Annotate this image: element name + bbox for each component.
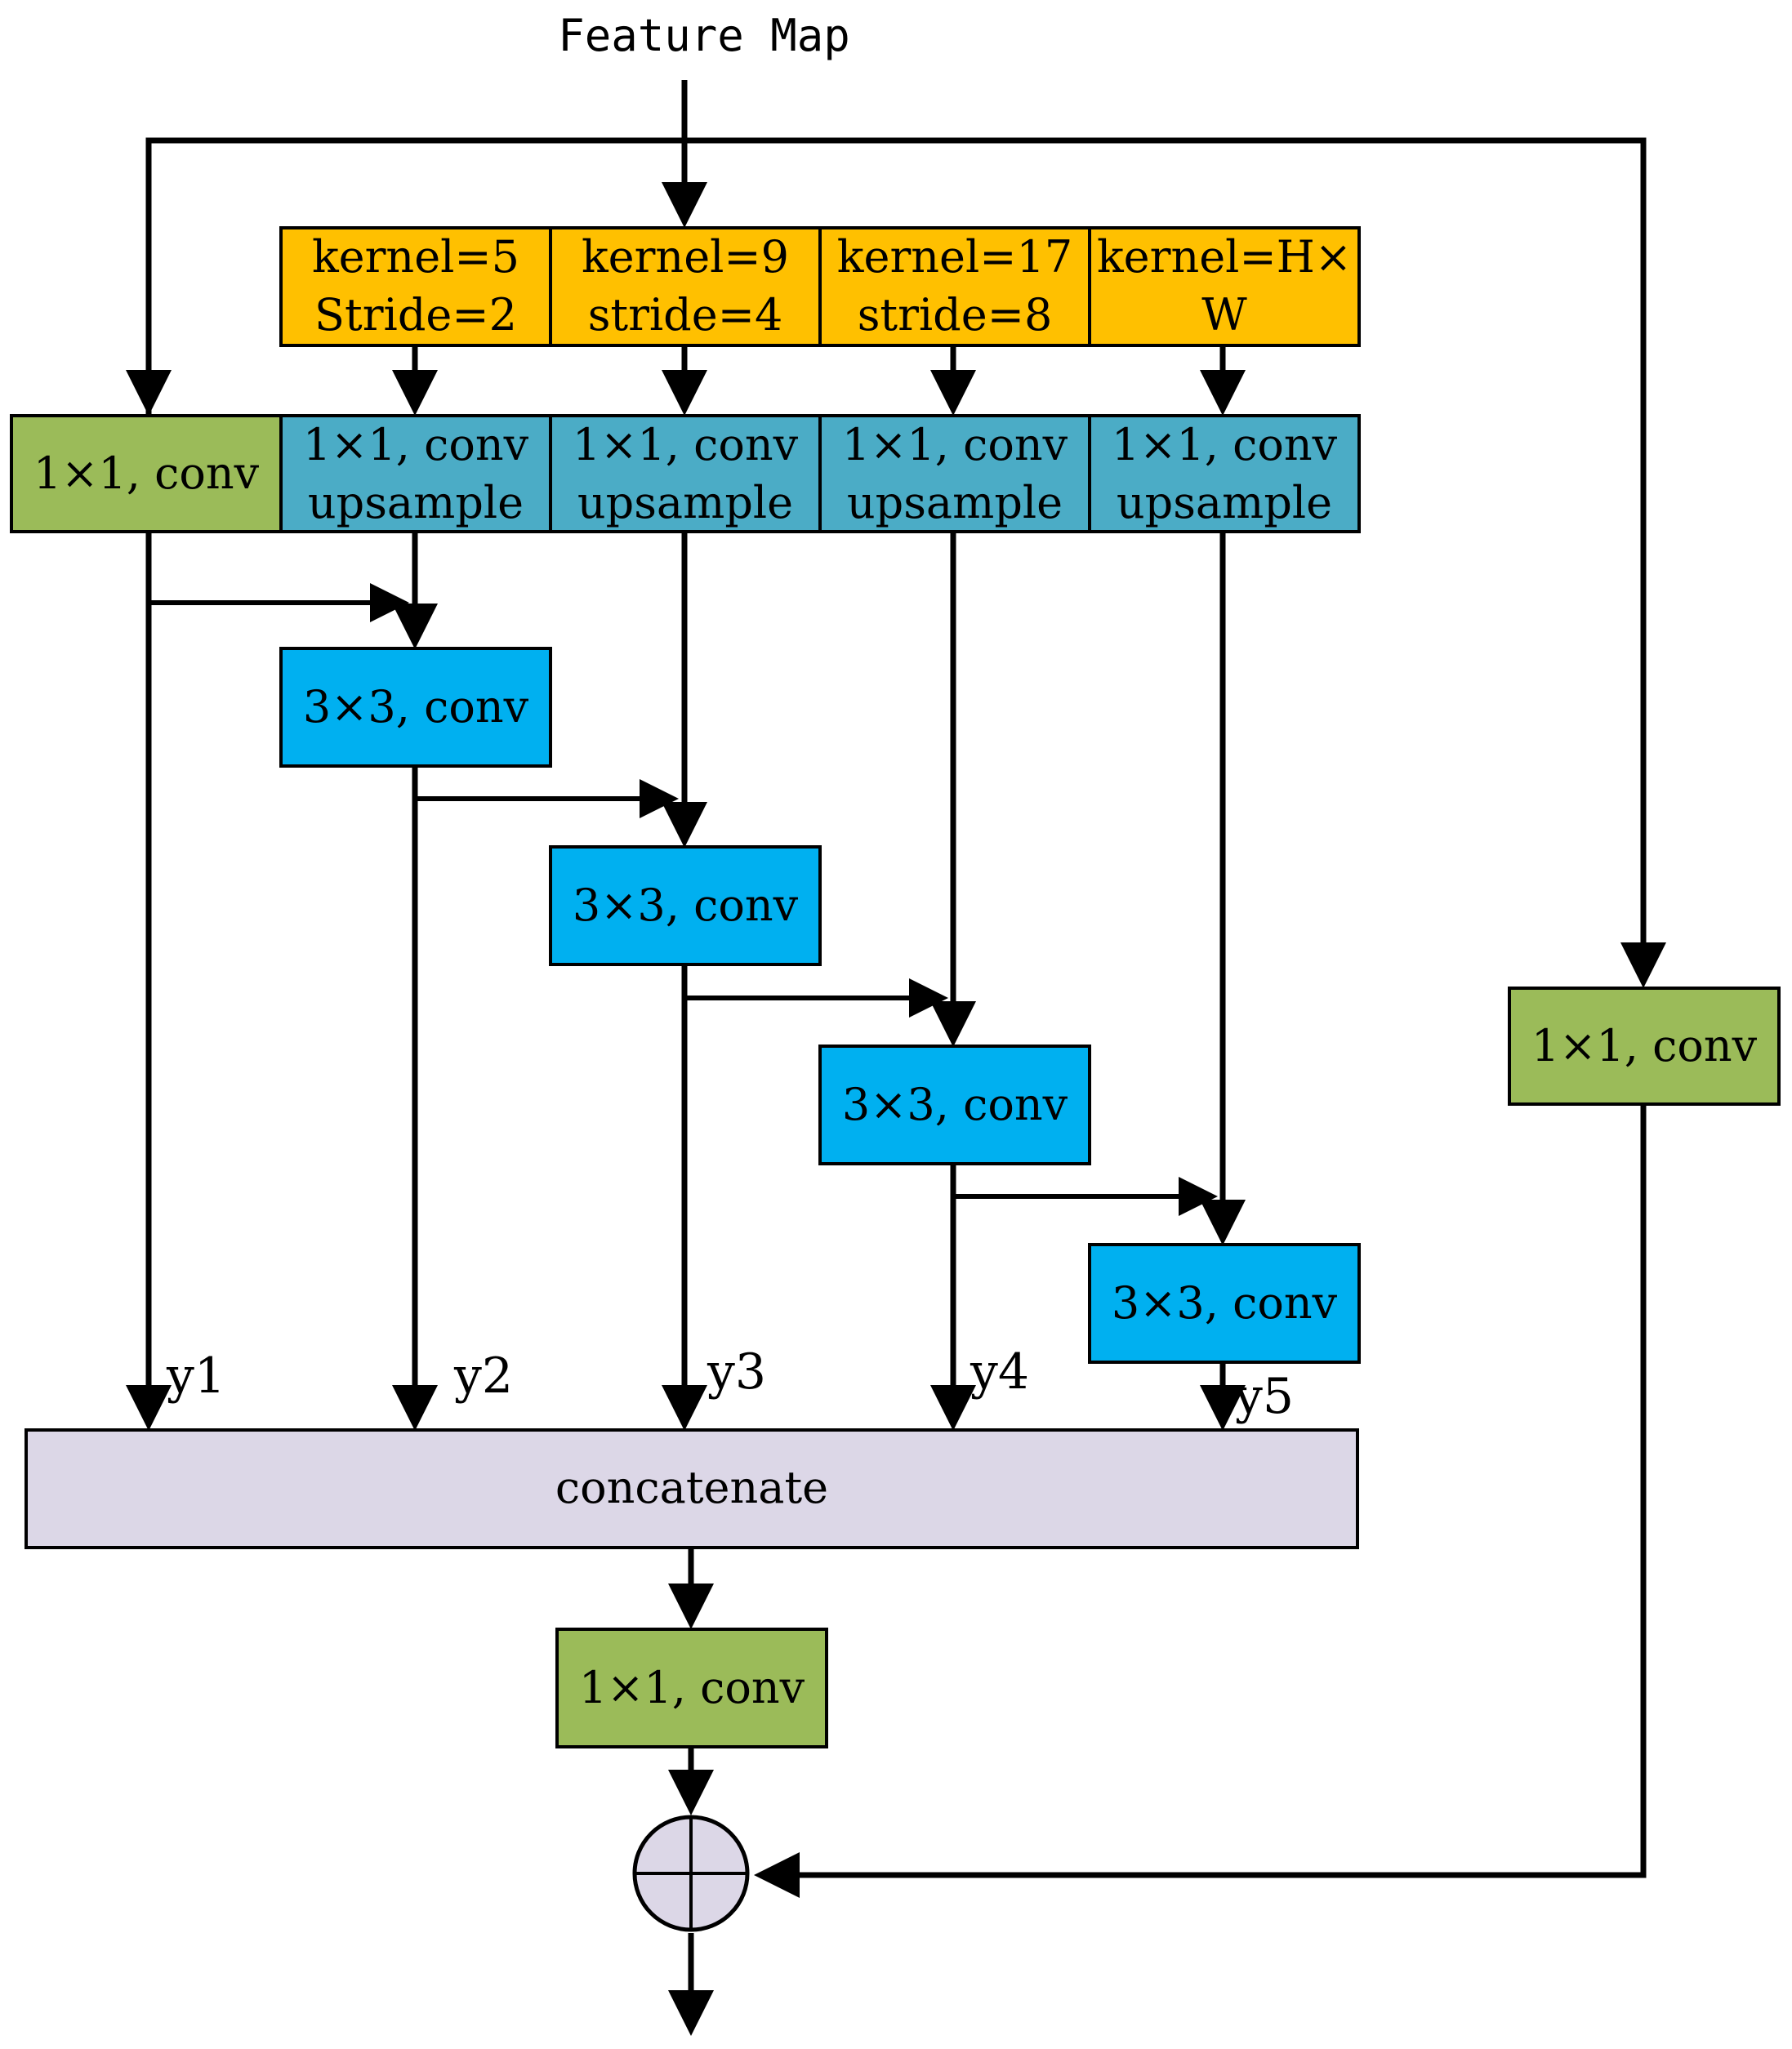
- shortcut-conv-label: 1×1, conv: [1531, 1020, 1758, 1071]
- output-label-y2: y2: [453, 1347, 513, 1405]
- upsample-box-1: 1×1, conv upsample: [279, 414, 552, 533]
- conv3x3-box-4-label: 3×3, conv: [1112, 1277, 1338, 1329]
- concat-rect: [25, 1428, 1359, 1549]
- pool-box-2: kernel=9 stride=4: [549, 226, 822, 347]
- concat-box: concatenate: [25, 1428, 1359, 1549]
- pool-box-3-rect: [818, 226, 1091, 347]
- shortcut-conv-box: 1×1, conv: [1508, 987, 1781, 1106]
- conv3x3-stack: 3×3, conv 3×3, conv 3×3, conv 3×3, conv: [279, 647, 1361, 1364]
- upsample-box-2-upsample: upsample: [577, 477, 793, 528]
- upsample-box-3-conv: 1×1, conv: [842, 419, 1068, 470]
- upsample-box-3: 1×1, conv upsample: [818, 414, 1091, 533]
- upsample-box-4-conv: 1×1, conv: [1112, 419, 1338, 470]
- conv3x3-box-2-label: 3×3, conv: [573, 880, 799, 931]
- conv3x3-box-3-rect: [818, 1045, 1091, 1165]
- pool-box-3-kernel: kernel=17: [837, 231, 1072, 283]
- pool-box-4-rect: [1088, 226, 1361, 347]
- conv3x3-box-4: 3×3, conv: [1088, 1243, 1361, 1364]
- conv3x3-box-1: 3×3, conv: [279, 647, 552, 768]
- feature-map-title: Feature Map: [558, 10, 850, 61]
- upsample-box-3-rect: [818, 414, 1091, 533]
- pool-box-4-stride: W: [1201, 289, 1247, 341]
- pool-box-1-stride: Stride=2: [314, 289, 517, 341]
- upsample-box-2: 1×1, conv upsample: [549, 414, 822, 533]
- pool-box-3: kernel=17 stride=8: [818, 226, 1091, 347]
- post-conv-rect: [555, 1628, 828, 1748]
- output-label-y5: y5: [1234, 1368, 1294, 1425]
- conv3x3-box-2: 3×3, conv: [549, 845, 822, 966]
- upsample-box-1-conv: 1×1, conv: [303, 419, 529, 470]
- conv3x3-box-3-label: 3×3, conv: [842, 1079, 1068, 1130]
- pool-box-2-kernel: kernel=9: [582, 231, 789, 283]
- upsample-box-2-rect: [549, 414, 822, 533]
- pool-box-1-kernel: kernel=5: [312, 231, 519, 283]
- pool-box-4-kernel: kernel=H×: [1097, 231, 1352, 283]
- post-conv-label: 1×1, conv: [579, 1662, 805, 1713]
- conv3x3-box-4-rect: [1088, 1243, 1361, 1364]
- upsample-box-4-rect: [1088, 414, 1361, 533]
- branch-conv-label: 1×1, conv: [33, 448, 260, 499]
- pool-box-3-stride: stride=8: [858, 289, 1053, 341]
- output-labels: y1 y2 y3 y4 y5: [166, 1343, 1294, 1425]
- pool-box-1: kernel=5 Stride=2: [279, 226, 552, 347]
- pool-box-1-rect: [279, 226, 552, 347]
- concat-label: concatenate: [555, 1462, 828, 1513]
- upsample-box-4-upsample: upsample: [1117, 477, 1332, 528]
- circle-plus-icon: [632, 1815, 750, 1932]
- conv3x3-box-1-rect: [279, 647, 552, 768]
- upsample-box-3-upsample: upsample: [847, 477, 1063, 528]
- output-label-y4: y4: [970, 1343, 1029, 1401]
- upsample-box-1-upsample: upsample: [308, 477, 524, 528]
- branch-conv-box: 1×1, conv: [10, 414, 283, 533]
- pool-box-2-rect: [549, 226, 822, 347]
- upsample-box-1-rect: [279, 414, 552, 533]
- output-label-y3: y3: [707, 1343, 766, 1401]
- pool-box-2-stride: stride=4: [588, 289, 783, 341]
- conv3x3-box-1-label: 3×3, conv: [303, 681, 529, 733]
- pool-box-4: kernel=H× W: [1088, 226, 1361, 347]
- shortcut-conv-rect: [1508, 987, 1781, 1106]
- connectors: [126, 80, 1666, 2036]
- upsample-row: 1×1, conv 1×1, conv upsample 1×1, conv u…: [10, 414, 1361, 533]
- output-label-y1: y1: [166, 1347, 225, 1405]
- upsample-box-4: 1×1, conv upsample: [1088, 414, 1361, 533]
- pool-row: kernel=5 Stride=2 kernel=9 stride=4 kern…: [279, 226, 1361, 347]
- conv3x3-box-3: 3×3, conv: [818, 1045, 1091, 1165]
- post-conv-box: 1×1, conv: [555, 1628, 828, 1748]
- conv3x3-box-2-rect: [549, 845, 822, 966]
- upsample-box-2-conv: 1×1, conv: [573, 419, 799, 470]
